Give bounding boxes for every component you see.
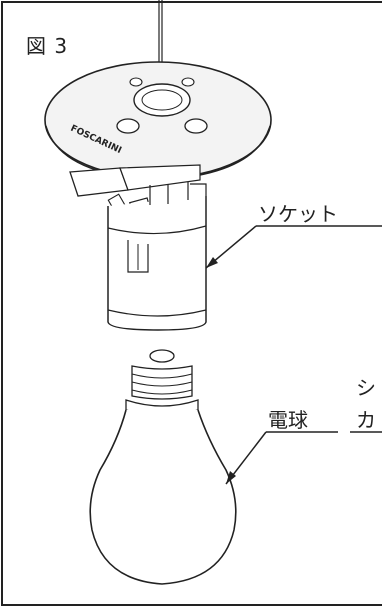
bulb-leader <box>225 431 338 485</box>
socket-leader <box>205 225 382 269</box>
light-bulb <box>89 349 237 585</box>
figure-number: 図 3 <box>26 34 69 58</box>
cutoff-label-bottom: カ <box>356 408 376 432</box>
socket-label: ソケット <box>258 202 338 226</box>
socket <box>107 182 207 331</box>
cutoff-label-top: シ <box>356 376 376 400</box>
canopy-disc: FOSCARINI <box>44 61 272 181</box>
bulb-label: 電球 <box>268 408 308 432</box>
mounting-bracket <box>69 164 201 223</box>
